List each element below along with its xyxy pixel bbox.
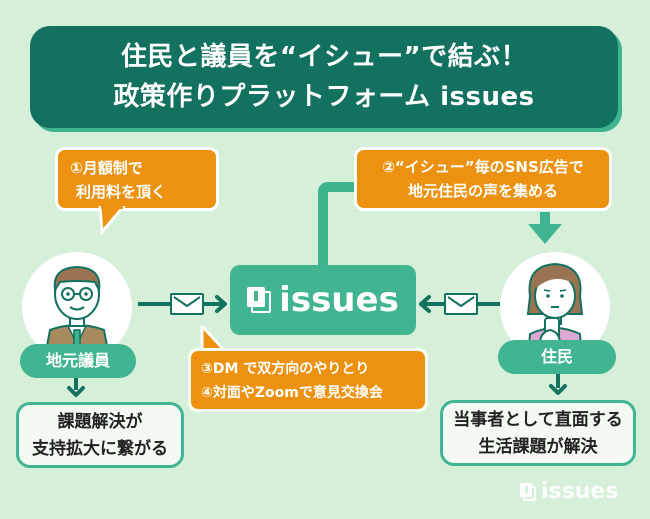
title-line-2: 政策作りプラットフォーム issues — [113, 82, 535, 112]
dm-meeting-bubble: ③DM で双方向のやりとり ④対面やZoomで意見交換会 — [188, 348, 428, 412]
arrow-left-icon — [419, 295, 431, 313]
connector-horizontal — [318, 182, 362, 192]
arrow-down-icon — [549, 384, 567, 395]
result-text: 課題解決が — [57, 412, 143, 432]
bubble-tail — [98, 206, 126, 236]
bubble-text: ①月額制で — [70, 159, 143, 177]
arrow-down-icon — [67, 386, 85, 397]
mail-icon — [170, 293, 204, 315]
resident-label: 住民 — [498, 340, 616, 374]
result-text: 支持拡大に繋がる — [32, 439, 168, 459]
legislator-avatar — [22, 252, 132, 362]
title-line-1: 住民と議員を“イシュー”で結ぶ！ — [120, 42, 528, 72]
bubble-text: ③DM で双方向のやりとり — [201, 361, 370, 377]
monthly-fee-bubble: ①月額制で 利用料を頂く — [55, 147, 219, 211]
bubble-text: 地元住民の声を集める — [407, 182, 558, 200]
bubble-text: 利用料を頂く — [76, 183, 167, 201]
issues-logo-icon — [520, 482, 536, 501]
legislator-label: 地元議員 — [20, 344, 136, 378]
issues-brand-text: issues — [279, 280, 399, 320]
result-text: 当事者として直面する — [453, 410, 623, 430]
arrow-down-shaft — [540, 212, 550, 226]
result-text: 生活課題が解決 — [478, 437, 598, 457]
issues-logo-icon — [247, 287, 272, 313]
title-banner: 住民と議員を“イシュー”で結ぶ！ 政策作りプラットフォーム issues — [30, 26, 618, 128]
legislator-result-box: 課題解決が 支持拡大に繋がる — [16, 402, 184, 468]
legislator-illustration — [42, 265, 112, 362]
mail-icon — [444, 293, 478, 315]
arrow-line — [556, 374, 560, 388]
arrow-down-icon — [528, 224, 562, 244]
sns-ads-bubble: ②“イシュー”毎のSNS広告で 地元住民の声を集める — [354, 147, 612, 211]
resident-result-box: 当事者として直面する 生活課題が解決 — [440, 400, 636, 466]
arrow-right-icon — [215, 295, 227, 313]
footer-logo: issues — [520, 479, 618, 504]
footer-brand-text: issues — [541, 479, 619, 504]
issues-platform-box: issues — [230, 265, 416, 335]
connector-vertical — [318, 182, 328, 268]
bubble-text: ②“イシュー”毎のSNS広告で — [382, 158, 584, 176]
arrow-line — [74, 378, 78, 390]
bubble-text: ④対面やZoomで意見交換会 — [201, 385, 383, 401]
